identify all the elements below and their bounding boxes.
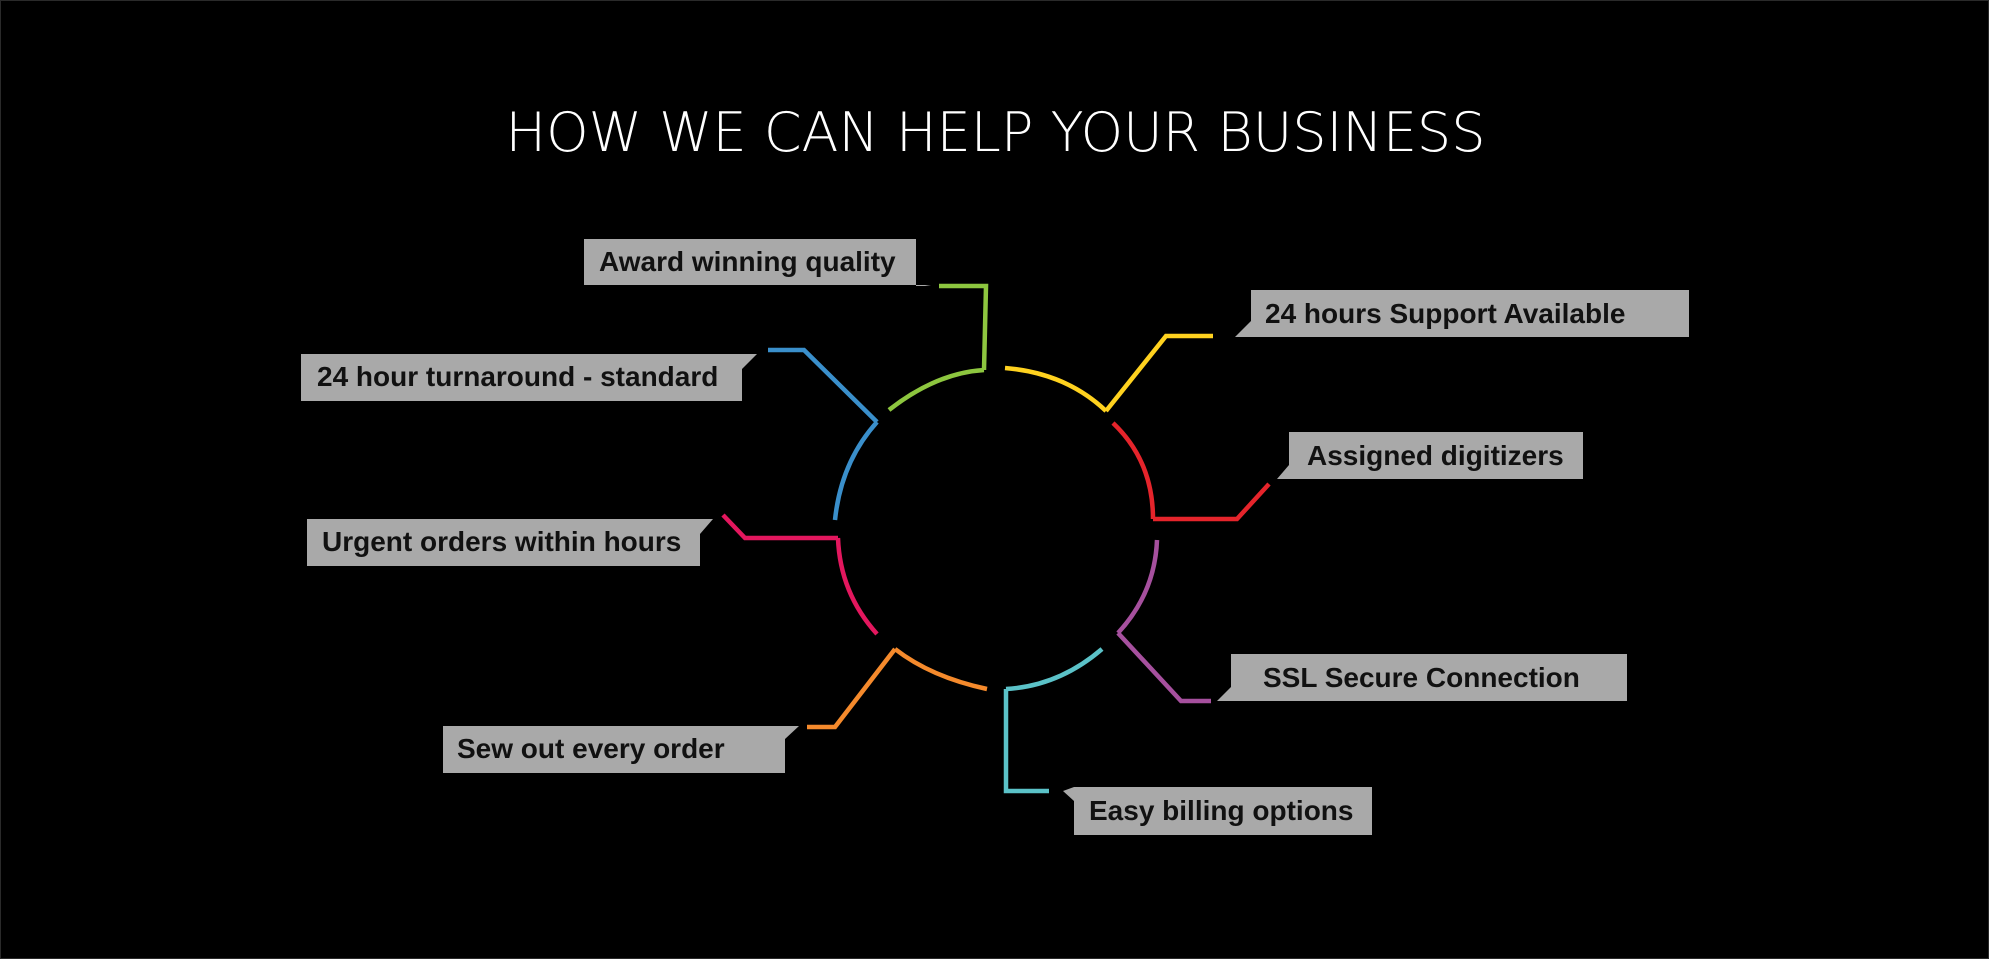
label-text: Assigned digitizers — [1307, 440, 1564, 471]
ring-segment-24-hour-turnaround — [832, 420, 879, 521]
label-text: Award winning quality — [599, 246, 896, 277]
label-box — [443, 726, 799, 773]
connector-24-hours-support — [1004, 333, 1213, 413]
label-text: Sew out every order — [457, 733, 725, 764]
leader-sew-out — [807, 647, 897, 730]
label-24-hours-support: 24 hours Support Available — [1235, 290, 1689, 337]
connector-ssl-secure — [1116, 539, 1211, 704]
label-box — [301, 354, 757, 401]
label-box — [1277, 432, 1583, 479]
leader-urgent-orders — [721, 513, 838, 541]
page-title: HOW WE CAN HELP YOUR BUSINESS — [505, 101, 1486, 164]
label-ssl-secure: SSL Secure Connection — [1217, 654, 1627, 701]
connector-sew-out — [807, 647, 988, 730]
label-box — [307, 519, 713, 566]
ring-segment-sew-out — [893, 647, 988, 692]
ring-segment-urgent-orders — [835, 537, 879, 636]
label-award-winning-quality: Award winning quality — [584, 239, 931, 286]
label-easy-billing: Easy billing options — [1063, 787, 1372, 835]
connector-easy-billing — [1003, 647, 1104, 794]
label-text: Urgent orders within hours — [322, 526, 681, 557]
leader-assigned-digitizers — [1153, 482, 1271, 522]
label-urgent-orders: Urgent orders within hours — [307, 519, 713, 566]
label-box — [584, 239, 931, 286]
leader-easy-billing — [1003, 689, 1049, 794]
ring-segment-easy-billing — [1005, 647, 1104, 692]
label-text: 24 hours Support Available — [1265, 298, 1625, 329]
connector-24-hour-turnaround — [768, 347, 879, 521]
connector-urgent-orders — [721, 513, 879, 636]
leader-24-hours-support — [1104, 333, 1213, 413]
ring-segment-ssl-secure — [1116, 539, 1160, 635]
connector-assigned-digitizers — [1111, 421, 1271, 522]
label-box — [1063, 787, 1372, 835]
leader-ssl-secure — [1116, 631, 1211, 704]
leader-24-hour-turnaround — [768, 347, 879, 424]
label-box — [1217, 654, 1627, 701]
label-box — [1235, 290, 1689, 337]
label-text: SSL Secure Connection — [1263, 662, 1580, 693]
ring-segment-24-hours-support — [1004, 365, 1108, 413]
leader-award-winning-quality — [939, 283, 989, 371]
ring-segment-award-winning-quality — [887, 367, 985, 412]
label-sew-out: Sew out every order — [443, 726, 799, 773]
label-text: Easy billing options — [1089, 795, 1353, 826]
connector-award-winning-quality — [887, 283, 989, 412]
label-assigned-digitizers: Assigned digitizers — [1277, 432, 1583, 479]
ring-segment-assigned-digitizers — [1111, 421, 1156, 520]
label-24-hour-turnaround: 24 hour turnaround - standard — [301, 354, 757, 401]
label-text: 24 hour turnaround - standard — [317, 361, 718, 392]
